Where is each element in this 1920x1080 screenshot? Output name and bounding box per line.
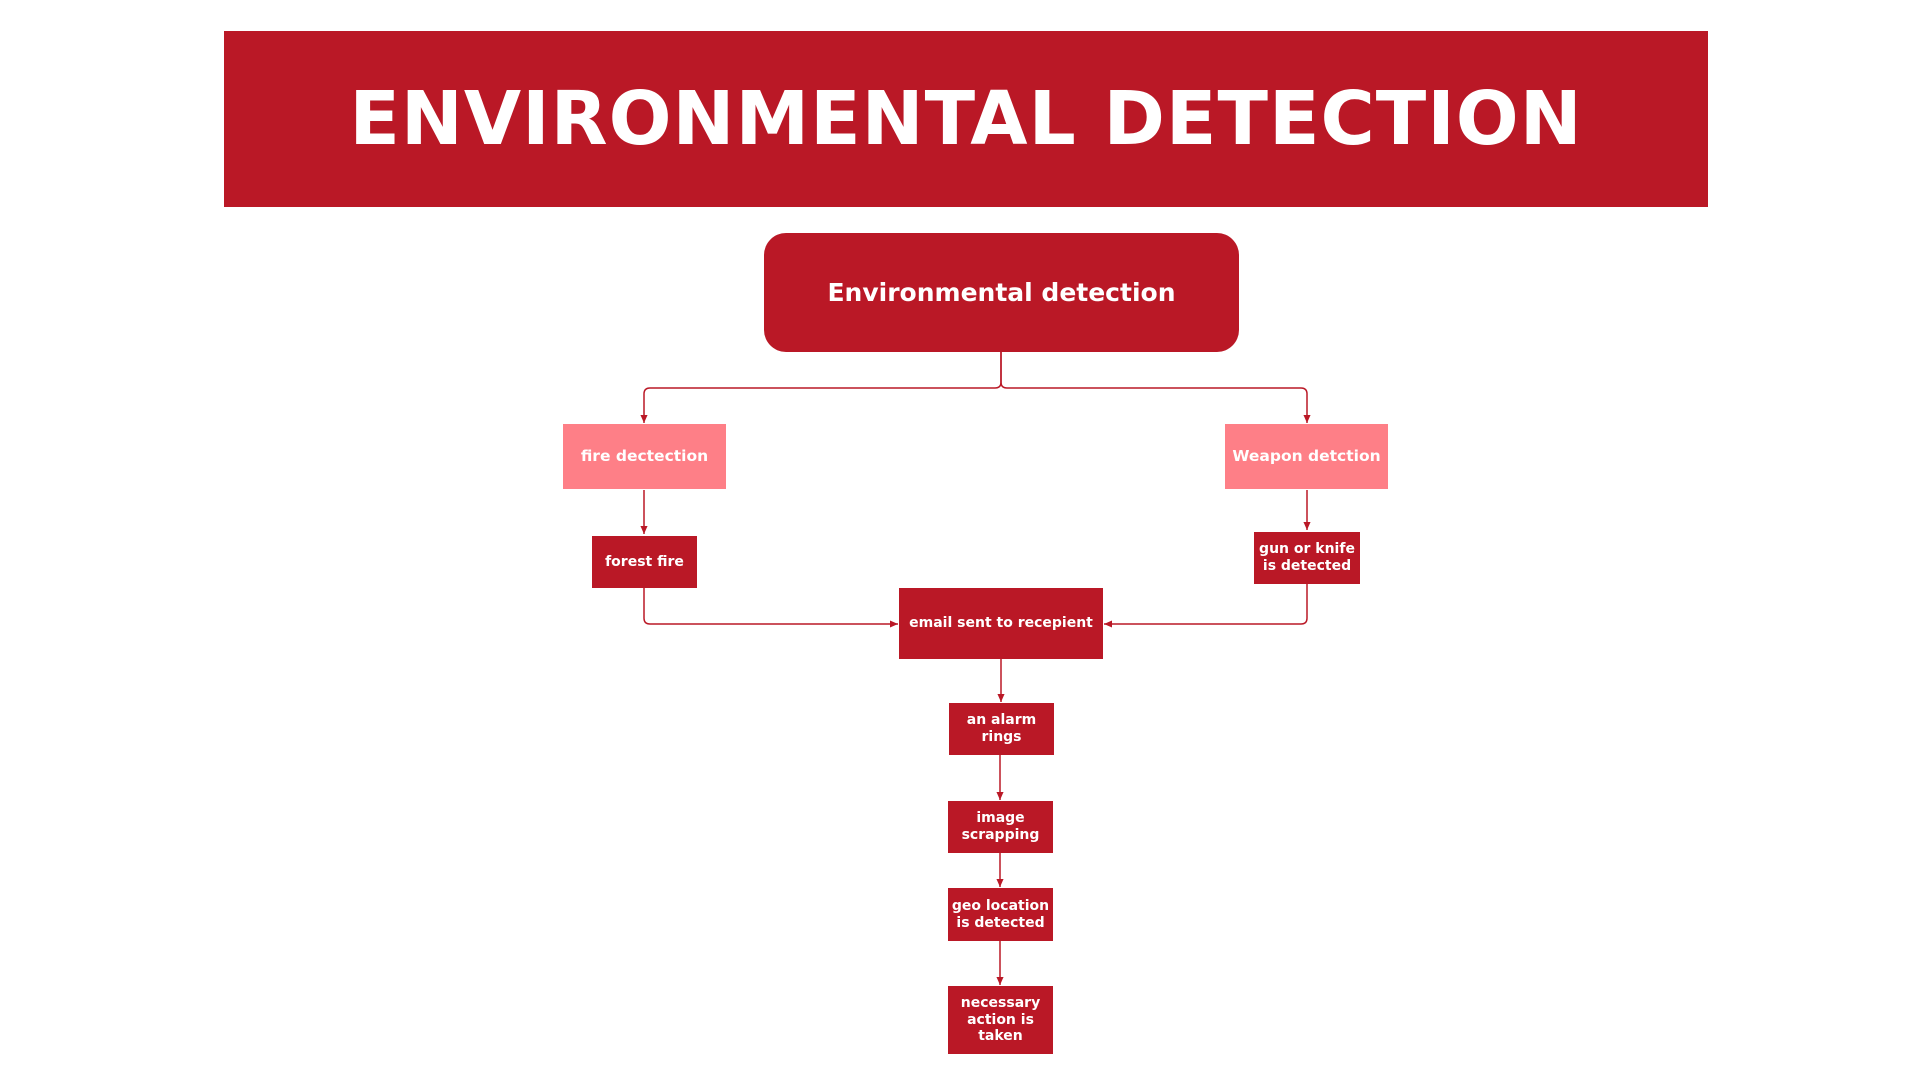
weapon-detection-node: Weapon detction bbox=[1225, 424, 1388, 489]
necessary-action-node: necessary action is taken bbox=[948, 986, 1053, 1054]
alarm-node: an alarm rings bbox=[949, 703, 1054, 755]
geo-location-node: geo location is detected bbox=[948, 888, 1053, 941]
connector-root-to-weapon bbox=[1000, 352, 1311, 423]
root-node-label: Environmental detection bbox=[827, 277, 1176, 307]
forest-fire-node: forest fire bbox=[592, 536, 697, 588]
gun-or-knife-label: gun or knife is detected bbox=[1259, 541, 1355, 574]
root-node: Environmental detection bbox=[764, 233, 1239, 352]
fire-detection-node: fire dectection bbox=[563, 424, 726, 489]
fire-detection-label: fire dectection bbox=[580, 447, 709, 466]
gun-or-knife-node: gun or knife is detected bbox=[1254, 532, 1360, 584]
connector-gun-to-email bbox=[1104, 583, 1308, 628]
title-banner: ENVIRONMENTAL DETECTION bbox=[224, 31, 1708, 207]
connector-forest-to-email bbox=[643, 587, 898, 628]
email-node: email sent to recepient bbox=[899, 588, 1103, 659]
connector-root-to-fire bbox=[640, 352, 1002, 423]
necessary-action-label: necessary action is taken bbox=[960, 994, 1041, 1045]
email-label: email sent to recepient bbox=[909, 615, 1093, 632]
image-scrapping-node: image scrapping bbox=[948, 801, 1053, 853]
forest-fire-label: forest fire bbox=[605, 553, 684, 570]
weapon-detection-label: Weapon detction bbox=[1232, 447, 1381, 466]
image-scrapping-label: image scrapping bbox=[961, 810, 1040, 843]
page-title: ENVIRONMENTAL DETECTION bbox=[349, 76, 1583, 162]
geo-location-label: geo location is detected bbox=[951, 897, 1050, 931]
alarm-label: an alarm rings bbox=[966, 712, 1037, 745]
